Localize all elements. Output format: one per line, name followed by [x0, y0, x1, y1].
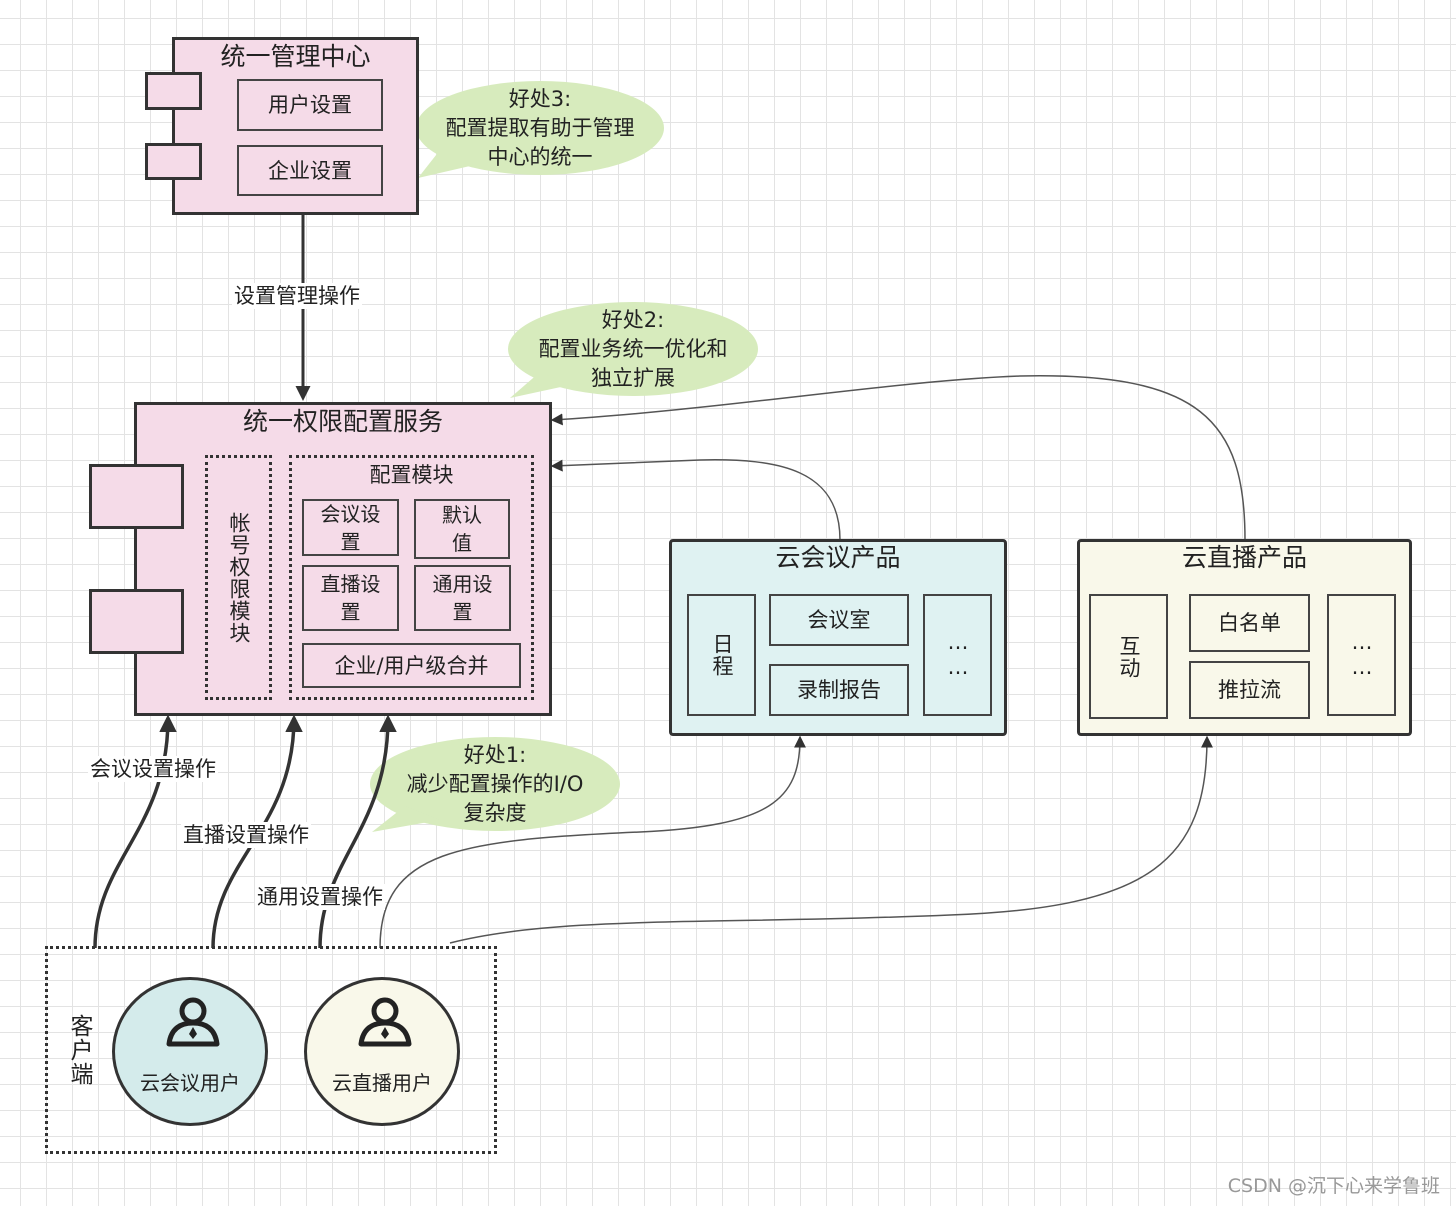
meeting-room-box: 会议室 — [769, 594, 909, 646]
user-icon — [166, 997, 220, 1047]
client-to-meeting-arrow — [379, 735, 806, 949]
user-icon — [358, 997, 412, 1047]
whitelist-box: 白名单 — [1189, 594, 1310, 652]
enterprise-settings-box: 企业设置 — [237, 145, 383, 196]
client-to-live-arrow — [449, 735, 1213, 944]
live-more-box: …… — [1327, 594, 1396, 716]
default-value-box: 默认值 — [414, 499, 510, 559]
meeting-more-box: …… — [923, 594, 992, 716]
benefit-1-line-2: 减少配置操作的I/O — [406, 772, 584, 796]
config-module: 配置模块 — [289, 455, 534, 700]
live-ops-label: 直播设置操作 — [181, 822, 311, 848]
benefit-2-line-2: 配置业务统一优化和 — [538, 337, 728, 361]
account-permission-module: 帐号权限模块 — [205, 455, 272, 700]
schedule-box: 日程 — [687, 594, 756, 716]
cloud-meeting-title: 云会议产品 — [775, 543, 901, 572]
benefit-3-line-1: 好处3: — [508, 87, 572, 111]
mgmt-center-title: 统一管理中心 — [220, 42, 371, 71]
benefit-3-line-2: 配置提取有助于管理 — [445, 116, 635, 140]
user-settings-box: 用户设置 — [237, 79, 383, 131]
merge-box: 企业/用户级合并 — [302, 643, 521, 688]
benefit-2-line-3: 独立扩展 — [591, 366, 675, 390]
benefit-bubble-2-shape — [508, 302, 758, 398]
benefit-bubble-1-shape — [370, 737, 620, 832]
recording-report-box: 录制报告 — [769, 664, 909, 716]
mgmt-ops-label: 设置管理操作 — [232, 283, 362, 309]
config-module-title: 配置模块 — [369, 463, 454, 487]
meeting-settings-box: 会议设置 — [302, 499, 399, 556]
benefit-1-text: 好处1: 减少配置操作的I/O 复杂度 — [375, 741, 615, 828]
interaction-box: 互动 — [1089, 594, 1168, 719]
cloud-live-user: 云直播用户 — [304, 977, 460, 1126]
client-group — [45, 946, 497, 1154]
benefit-1-line-3: 复杂度 — [463, 801, 527, 825]
client-label: 客户端 — [66, 1014, 92, 1086]
benefit-3-line-3: 中心的统一 — [487, 145, 593, 169]
common-ops-label: 通用设置操作 — [255, 884, 385, 910]
cloud-meeting-user-label: 云会议用户 — [140, 1071, 240, 1095]
meeting-ops-arrow — [93, 714, 177, 949]
permission-service-port-2 — [89, 589, 184, 654]
mgmt-center-port-1 — [145, 72, 202, 110]
cloud-live-user-label: 云直播用户 — [332, 1071, 432, 1095]
cloud-meeting-user: 云会议用户 — [112, 977, 268, 1126]
mgmt-center-port-2 — [145, 143, 202, 180]
permission-service-title: 统一权限配置服务 — [242, 407, 443, 436]
benefit-bubble-3-shape — [416, 81, 664, 178]
common-settings-box: 通用设置 — [414, 565, 511, 631]
live-to-service-arrow — [550, 375, 1246, 541]
benefit-2-text: 好处2: 配置业务统一优化和 独立扩展 — [513, 306, 753, 393]
common-ops-arrow — [318, 714, 397, 949]
cloud-live-title: 云直播产品 — [1181, 543, 1307, 572]
benefit-2-line-1: 好处2: — [601, 308, 665, 332]
benefit-1-line-1: 好处1: — [463, 743, 527, 767]
watermark: CSDN @沉下心来学鲁班 — [1227, 1175, 1440, 1197]
meeting-to-service-arrow — [550, 459, 841, 541]
permission-service-port-1 — [89, 464, 184, 529]
meeting-ops-label: 会议设置操作 — [88, 756, 218, 782]
push-pull-stream-box: 推拉流 — [1189, 661, 1310, 719]
live-settings-box: 直播设置 — [302, 565, 399, 631]
benefit-3-text: 好处3: 配置提取有助于管理 中心的统一 — [420, 85, 660, 172]
